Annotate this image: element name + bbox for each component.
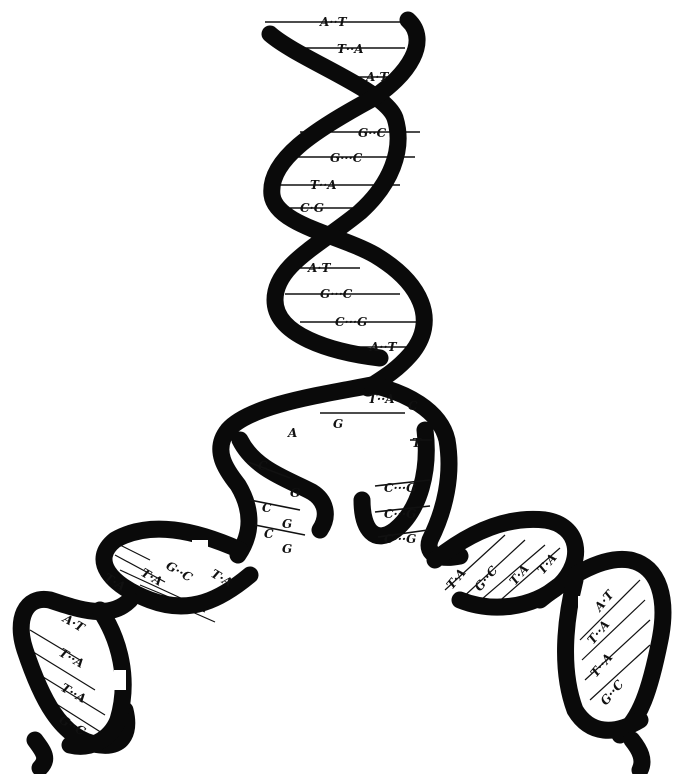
- fork-left-base: C: [258, 459, 268, 473]
- right-daughter-pair: T·A: [535, 551, 560, 577]
- parent-pair: C···G: [335, 315, 367, 329]
- right-daughter-pair: T·A: [507, 562, 532, 588]
- fork-right-pair: C···G: [384, 507, 416, 521]
- fork-right-pair: C···G: [384, 532, 416, 546]
- fork-unpaired-base: C: [408, 399, 418, 413]
- parent-pair: A·T: [365, 70, 389, 84]
- left-daughter-pair: T·A: [139, 565, 165, 588]
- fork-left-base: G: [282, 517, 292, 531]
- right-strand-gap-1: [578, 596, 592, 612]
- fork-unpaired-base: G: [333, 417, 343, 431]
- left-daughter-pair: T··A: [57, 645, 87, 670]
- parent-pair: C·G: [300, 201, 324, 215]
- right-daughter-pair: T··A: [588, 651, 616, 680]
- fork-left-base: G: [282, 542, 292, 556]
- parent-pair: G··C: [358, 126, 387, 140]
- parent-pair: A··T: [319, 15, 348, 29]
- parent-helix: [270, 20, 424, 388]
- replication-fork: [221, 385, 460, 557]
- right-daughter-pair: G··C: [598, 677, 627, 708]
- fork-left-outer-strand: [221, 385, 372, 555]
- right-daughter-pair: A·T: [591, 587, 617, 615]
- fork-unpaired-base: T: [412, 436, 422, 450]
- fork-unpaired-base: A: [287, 426, 297, 440]
- right-daughter-pair: G··C: [472, 563, 501, 594]
- parent-pair: T··A: [337, 42, 364, 56]
- left-strand-gap-1: [192, 540, 208, 550]
- fork-left-base: C: [262, 501, 272, 515]
- right-daughter-pair: T··A: [585, 618, 613, 647]
- parent-pair: T··A: [368, 392, 395, 406]
- fork-left-base: C: [264, 527, 274, 541]
- fork-left-base: G: [290, 486, 300, 500]
- left-daughter-strand-d: [35, 740, 45, 768]
- parent-pair: G···C: [330, 151, 363, 165]
- parent-pair: A·T: [307, 261, 331, 275]
- parent-pair: T··A: [310, 178, 337, 192]
- right-daughter-base-pairs: T·A G··C T·A T·A A·T T··A T··A G··C: [444, 551, 627, 708]
- left-daughter-base-pairs: T·A T·A G··C T·A A·T T··A T··A G··C: [57, 558, 235, 738]
- left-strand-gap-2: [114, 670, 126, 690]
- right-daughter-strand-d: [632, 740, 642, 770]
- fork-right-pair: C···G: [384, 481, 416, 495]
- left-daughter-helix: [21, 529, 250, 768]
- parent-pair: G···C: [320, 287, 353, 301]
- left-daughter-pair: G··C: [164, 558, 196, 584]
- parent-pair: A··T: [369, 340, 398, 354]
